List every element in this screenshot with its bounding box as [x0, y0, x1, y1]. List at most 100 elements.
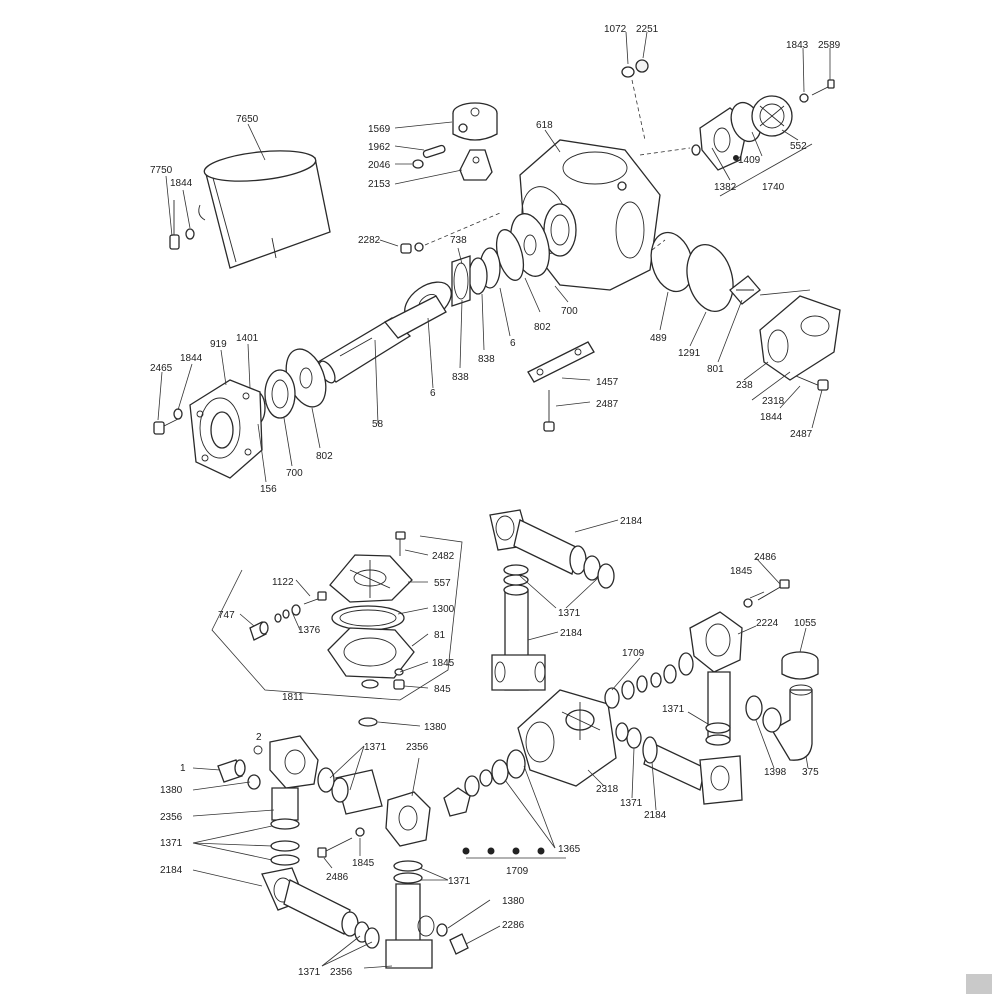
label-1845-b: 1845 [730, 566, 753, 577]
label-2: 2 [256, 732, 262, 743]
label-1401: 1401 [236, 333, 259, 344]
part-2482-bolt [395, 531, 406, 556]
bracket-1811 [211, 535, 463, 701]
part-2286-plug [436, 923, 469, 955]
part-801-valve [729, 275, 761, 305]
label-919: 919 [210, 339, 227, 350]
label-2486-a: 2486 [754, 552, 777, 563]
label-2251: 2251 [636, 24, 659, 35]
part-2487-bolt-b [795, 375, 829, 391]
label-2487-a: 2487 [790, 429, 813, 440]
label-1371-a: 1371 [558, 608, 581, 619]
part-1709-valve-row-bottom [443, 749, 545, 855]
label-1845-c: 1845 [352, 858, 375, 869]
part-1055-nut [781, 651, 819, 680]
part-7650-guard [198, 150, 331, 269]
label-2224: 2224 [756, 618, 779, 629]
label-1709-b: 1709 [506, 866, 529, 877]
label-2356-b: 2356 [406, 742, 429, 753]
label-552: 552 [790, 141, 807, 152]
part-2224-manifold [689, 611, 743, 741]
label-618: 618 [536, 120, 553, 131]
label-802-b: 802 [316, 451, 333, 462]
part-1300-diaphragm [331, 605, 405, 631]
label-2046: 2046 [368, 160, 391, 171]
label-81: 81 [434, 630, 446, 641]
label-1: 1 [180, 763, 186, 774]
label-1371-g: 1371 [298, 967, 321, 978]
part-2486-bolt-left [317, 827, 365, 858]
part-2487-bolt-a [543, 390, 555, 432]
part-1398-ring [745, 695, 763, 721]
label-7650: 7650 [236, 114, 259, 125]
label-2318-a: 2318 [762, 396, 785, 407]
label-1569: 1569 [368, 124, 391, 135]
label-1371-d: 1371 [364, 742, 387, 753]
label-2184-a: 2184 [620, 516, 643, 527]
part-2184-pipe-top [489, 509, 615, 589]
part-left-pipe-assembly [269, 735, 319, 866]
label-1409: 1409 [738, 155, 761, 166]
part-1376-valve [274, 591, 327, 623]
part-845-nut [393, 668, 405, 690]
part-1569-cap [452, 102, 498, 141]
guide-line-4 [651, 239, 666, 251]
part-2356-fitting-center [385, 791, 431, 847]
label-58: 58 [372, 419, 384, 430]
label-1380-c: 1380 [502, 896, 525, 907]
labels: 1072 2251 1843 2589 7650 1569 618 1962 2… [150, 24, 841, 978]
part-802-700-discs [495, 213, 550, 281]
label-1962: 1962 [368, 142, 391, 153]
part-2153-bracket [459, 149, 493, 181]
part-238-head [759, 295, 841, 381]
label-1382: 1382 [714, 182, 737, 193]
label-2465: 2465 [150, 363, 173, 374]
label-2318-b: 2318 [596, 784, 619, 795]
part-1709-valve-row-top [604, 652, 694, 709]
part-2184-pipe-right [615, 722, 743, 805]
part-557-cover [329, 554, 413, 603]
part-2486-bolt-right [743, 579, 790, 608]
label-7750: 7750 [150, 165, 173, 176]
leader-lines [157, 31, 831, 969]
part-2184-pipe-bottom [261, 867, 380, 949]
label-1844-a: 1844 [170, 178, 193, 189]
label-2356-c: 2356 [330, 967, 353, 978]
part-2184-pipe-vertical [491, 564, 546, 691]
label-2282: 2282 [358, 235, 381, 246]
label-1398: 1398 [764, 767, 787, 778]
part-1843-2589-bolt [799, 79, 835, 103]
label-1300: 1300 [432, 604, 455, 615]
part-2465-bolt [153, 408, 183, 435]
label-2184-c: 2184 [644, 810, 667, 821]
label-1371-f: 1371 [448, 876, 471, 887]
label-1371-e: 1371 [160, 838, 183, 849]
part-1291-disc [686, 244, 734, 312]
part-2318-head-bottom [517, 689, 617, 787]
label-1457: 1457 [596, 377, 619, 388]
label-2184-d: 2184 [160, 865, 183, 876]
label-802-a: 802 [534, 322, 551, 333]
part-58-shaft [316, 295, 447, 384]
part-618-housing [519, 139, 661, 291]
brand-logo [966, 974, 992, 994]
part-700-bearing-left [264, 369, 296, 419]
label-2286: 2286 [502, 920, 525, 931]
label-1740: 1740 [762, 182, 785, 193]
label-1843: 1843 [786, 40, 809, 51]
label-1072: 1072 [604, 24, 627, 35]
label-2153: 2153 [368, 179, 391, 190]
label-1365: 1365 [558, 844, 581, 855]
part-1457-bracket [527, 341, 595, 383]
label-1844-c: 1844 [760, 412, 783, 423]
label-557: 557 [434, 578, 451, 589]
label-1291: 1291 [678, 348, 701, 359]
part-1-fitting [217, 745, 263, 790]
part-1072-2251 [621, 59, 649, 78]
label-1376: 1376 [298, 625, 321, 636]
label-700-b: 700 [286, 468, 303, 479]
part-bottom-vertical-pipe [385, 860, 435, 969]
label-1811: 1811 [282, 692, 304, 703]
